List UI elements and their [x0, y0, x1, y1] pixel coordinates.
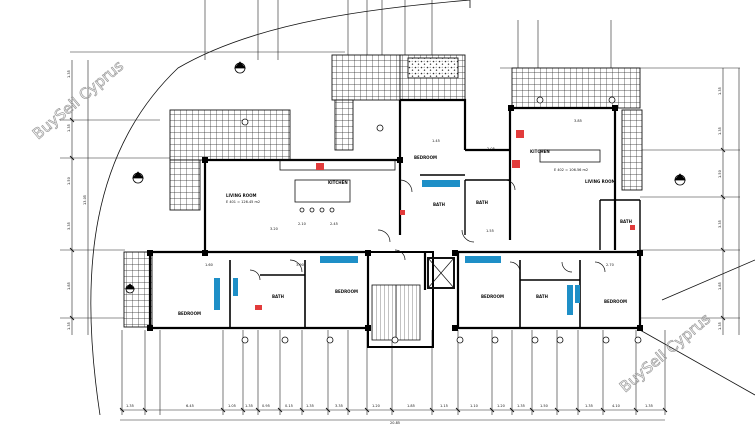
grid-lines — [121, 0, 666, 415]
right-dim-label: 1.85 — [718, 282, 722, 290]
bottom-dim-label: 1.35 — [126, 404, 134, 408]
fixtures — [214, 130, 635, 315]
bottom-dim-label: 3.35 — [335, 404, 343, 408]
bottom-dim-label: 0.15 — [285, 404, 293, 408]
right-dim-label: 1.35 — [718, 127, 722, 135]
interior-dim-label: 2.70 — [606, 263, 614, 267]
kitchen-left-furniture — [279, 149, 601, 213]
left-dim-label: 1.85 — [67, 282, 71, 290]
interior-dim-label: 3.90 — [296, 263, 304, 267]
room-label-bath-br: BATH — [536, 294, 548, 299]
left-dim-label: 1.35 — [67, 70, 71, 78]
bottom-dim-label: 0.95 — [262, 404, 270, 408]
door-swings — [249, 179, 606, 281]
left-dim-label: 3.35 — [67, 222, 71, 230]
staircase — [371, 257, 455, 341]
room-label-bath-top-b: BATH — [476, 200, 488, 205]
bottom-dim-label: 4.10 — [612, 404, 620, 408]
section-marks — [125, 61, 686, 294]
bottom-dim-label: 1.20 — [497, 404, 505, 408]
interior-dim-label: 2.10 — [298, 222, 306, 226]
grid-bubbles — [241, 96, 642, 344]
room-label-bedroom-top: BEDROOM — [414, 155, 437, 160]
room-label-kitchen-left: KITCHEN — [328, 180, 348, 185]
room-label-kitchen-right: KITCHEN — [530, 149, 550, 154]
bottom-dim-label: 1.10 — [470, 404, 478, 408]
bottom-dim-label: 1.20 — [372, 404, 380, 408]
interior-dimensions: 3.20 2.10 2.45 1.45 1.60 3.90 2.05 3.85 … — [205, 119, 614, 267]
interior-dim-label: 1.55 — [486, 229, 494, 233]
room-label-bath-right: BATH — [620, 219, 632, 224]
bottom-dim-label: 1.05 — [228, 404, 236, 408]
right-dim-label: 1.35 — [718, 87, 722, 95]
bottom-dim-label: 1.35 — [645, 404, 653, 408]
right-dim-label: 1.35 — [718, 322, 722, 330]
bottom-dim-label: 1.35 — [245, 404, 253, 408]
bottom-dim-label: 6.45 — [186, 404, 194, 408]
room-label-bedroom-br-a: BEDROOM — [481, 294, 504, 299]
interior-dim-label: 1.45 — [432, 139, 440, 143]
area-label-left: E 401 = 126.45 m2 — [226, 200, 260, 204]
left-dim-label: 1.50 — [67, 177, 71, 185]
terraces — [123, 54, 643, 328]
bottom-dim-total: 20.85 — [390, 421, 400, 425]
room-label-living-right: LIVING ROOM — [585, 179, 616, 184]
left-dim-label: 1.35 — [67, 322, 71, 330]
room-label-bath-top-a: BATH — [433, 202, 445, 207]
room-label-bedroom-bl-b: BEDROOM — [335, 289, 358, 294]
right-dim-label: 3.35 — [718, 220, 722, 228]
room-labels: LIVING ROOM E 401 = 126.45 m2 KITCHEN BE… — [178, 149, 632, 316]
interior-dim-label: 1.60 — [205, 263, 213, 267]
interior-dim-label: 2.45 — [330, 222, 338, 226]
room-label-bath-bl: BATH — [272, 294, 284, 299]
bottom-dim-label: 1.35 — [306, 404, 314, 408]
bottom-dim-label: 1.35 — [517, 404, 525, 408]
interior-dim-label: 2.05 — [487, 147, 495, 151]
columns — [147, 105, 643, 331]
interior-dim-label: 3.20 — [270, 227, 278, 231]
room-label-bedroom-bl-a: BEDROOM — [178, 311, 201, 316]
bottom-dim-label: 1.35 — [585, 404, 593, 408]
area-label-right: E 402 = 106.56 m2 — [554, 168, 588, 172]
interior-dim-label: 3.85 — [574, 119, 582, 123]
bottom-dimensions: 1.35 6.45 1.05 1.35 0.95 0.15 1.35 3.35 … — [126, 404, 653, 425]
room-label-bedroom-br-b: BEDROOM — [604, 299, 627, 304]
left-dim-total: 13.05 — [83, 195, 87, 205]
room-label-living-left: LIVING ROOM — [226, 193, 257, 198]
bottom-dim-label: 1.85 — [407, 404, 415, 408]
site-boundary — [90, 0, 755, 416]
watermark-top-left: BuySell Cyprus — [29, 57, 127, 143]
dimension-ticks — [69, 117, 726, 413]
bottom-dim-label: 1.15 — [440, 404, 448, 408]
right-dim-label: 1.50 — [718, 170, 722, 178]
side-dimensions: 1.35 1.35 1.50 3.35 1.85 1.35 13.05 1.35… — [67, 70, 722, 330]
bottom-dim-label: 1.50 — [540, 404, 548, 408]
left-dim-label: 1.35 — [67, 124, 71, 132]
